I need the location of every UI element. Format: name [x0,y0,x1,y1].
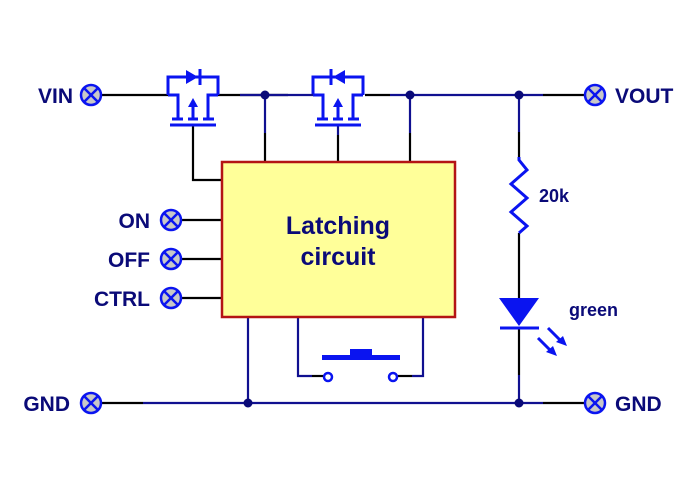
wire-gate1 [191,125,222,182]
junction-dot [514,90,524,100]
mosfet-2-drain [313,93,325,118]
latching-circuit-label-2: circuit [300,243,376,271]
junction-dot [405,90,415,100]
terminal-x [587,87,603,103]
terminal-x [163,251,179,267]
terminal-gnd-left[interactable] [79,391,103,415]
junction-dot [243,398,253,408]
terminal-x [163,212,179,228]
latching-circuit-box [220,160,457,319]
terminal-x [83,87,99,103]
mosfet-1-source [168,93,180,118]
pin-label-gnd-right: GND [615,393,662,416]
mosfet-1-drain [206,93,218,118]
pushbutton [322,349,400,383]
latching-circuit: Latching circuit [220,160,457,319]
mosfet-1-diode-icon [186,70,198,84]
resistor: 20k [508,157,570,235]
pin-label-gnd-left: GND [23,393,70,416]
junction-dot [514,398,524,408]
light-emission-icon [536,326,567,356]
terminal-ctrl[interactable] [159,286,183,310]
emission-arrow-head [546,346,557,356]
resistor-zigzag-icon [508,157,530,235]
terminal-vin[interactable] [79,83,103,107]
pushbutton-cap [350,349,372,357]
mosfet-1 [166,69,220,127]
pushbutton-contact-left [322,371,334,383]
mosfet-2-arrow-icon [333,98,343,107]
mosfet-2-diode-icon [333,70,345,84]
mosfet-2 [288,69,365,127]
junction-dot [260,90,270,100]
terminal-x [587,395,603,411]
wire-btn-left-a [296,317,312,378]
led-triangle-icon [499,298,539,326]
resistor-value: 20k [539,186,570,206]
led: green [499,298,618,356]
emission-arrow-head [556,336,567,346]
pushbutton-contact-right [387,371,399,383]
terminal-off[interactable] [159,247,183,271]
latching-circuit-label-1: Latching [286,212,390,240]
terminal-x [163,290,179,306]
mosfet-2-source [351,93,363,118]
pin-label-vout: VOUT [615,85,674,108]
pin-label-on: ON [119,210,151,233]
terminal-gnd-right[interactable] [583,391,607,415]
wire-btn-right-b [412,317,425,378]
terminal-on[interactable] [159,208,183,232]
pin-label-ctrl: CTRL [94,288,150,311]
terminal-x [83,395,99,411]
led-color-label: green [569,300,618,320]
pin-label-vin: VIN [38,85,73,108]
pushbutton-bar [322,355,400,360]
pin-label-off: OFF [108,249,150,272]
terminal-vout[interactable] [583,83,607,107]
mosfet-1-arrow-icon [188,98,198,107]
